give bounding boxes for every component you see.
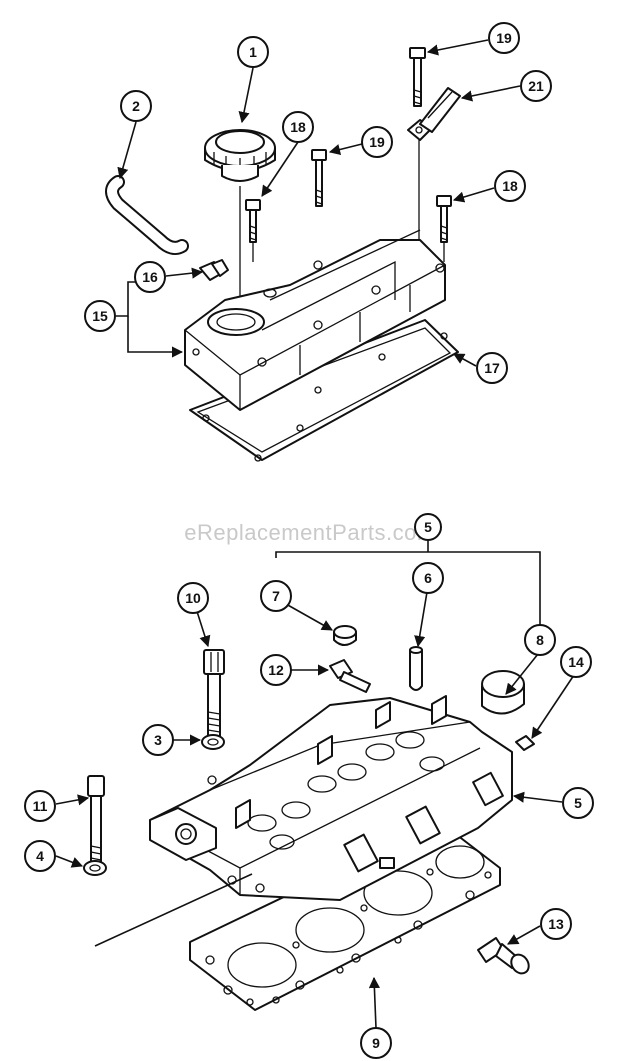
valve-cover (184, 229, 446, 411)
head-bolt-long (203, 649, 225, 741)
callout-19-middle: 19 (361, 126, 393, 158)
callout-7: 7 (260, 580, 292, 612)
svg-text:16: 16 (142, 269, 158, 285)
svg-text:19: 19 (369, 134, 385, 150)
svg-text:19: 19 (496, 30, 512, 46)
svg-text:5: 5 (574, 795, 582, 811)
callout-21: 21 (520, 70, 552, 102)
svg-text:2: 2 (132, 98, 140, 114)
svg-text:21: 21 (528, 78, 544, 94)
svg-text:18: 18 (290, 119, 306, 135)
svg-text:1: 1 (249, 44, 257, 60)
watermark: eReplacementParts.com (184, 520, 435, 545)
callout-10: 10 (177, 582, 209, 614)
callout-18-upper-left: 18 (282, 111, 314, 143)
callout-1: 1 (237, 36, 269, 68)
svg-text:13: 13 (548, 916, 564, 932)
cover-bolt-19-middle (311, 149, 327, 207)
svg-text:18: 18 (502, 178, 518, 194)
valve-guide (409, 646, 423, 691)
cylinder-head (149, 695, 513, 901)
callout-8: 8 (524, 624, 556, 656)
svg-text:17: 17 (484, 360, 500, 376)
callout-3: 3 (142, 724, 174, 756)
callout-11: 11 (24, 790, 56, 822)
breather-hose (105, 175, 189, 255)
callout-19-top: 19 (488, 22, 520, 54)
svg-text:14: 14 (568, 654, 584, 670)
core-plug-small (333, 625, 357, 646)
cover-bolt-18-right (436, 195, 452, 243)
svg-text:7: 7 (272, 588, 280, 604)
head-bolt-washer-upper (201, 734, 225, 750)
svg-text:3: 3 (154, 732, 162, 748)
svg-text:5: 5 (424, 519, 432, 535)
callout-18-right: 18 (494, 170, 526, 202)
callout-5-top: 5 (414, 513, 442, 541)
pipe-plug (515, 735, 535, 751)
callout-15: 15 (84, 300, 116, 332)
svg-text:4: 4 (36, 848, 44, 864)
svg-text:8: 8 (536, 632, 544, 648)
head-bolt-washer-lower (83, 860, 107, 876)
core-plug-large (481, 670, 525, 715)
head-gasket (189, 821, 501, 1011)
callout-9: 9 (360, 1027, 392, 1059)
callout-13: 13 (540, 908, 572, 940)
callout-4: 4 (24, 840, 56, 872)
lifting-bracket (407, 87, 461, 141)
oil-filler-cap (204, 129, 276, 182)
svg-text:12: 12 (268, 662, 284, 678)
flange-bolt-12 (329, 659, 371, 693)
callout-6: 6 (412, 562, 444, 594)
svg-text:15: 15 (92, 308, 108, 324)
svg-text:11: 11 (33, 798, 48, 814)
breather-fitting (199, 259, 229, 281)
cover-bolt-19-top (409, 47, 426, 107)
callout-12: 12 (260, 654, 292, 686)
callout-16: 16 (134, 261, 166, 293)
callout-14: 14 (560, 646, 592, 678)
callout-2: 2 (120, 90, 152, 122)
svg-text:6: 6 (424, 570, 432, 586)
cover-bolt-18-left (245, 199, 261, 243)
callout-17: 17 (476, 352, 508, 384)
svg-text:10: 10 (185, 590, 201, 606)
head-bolt-short (87, 775, 105, 869)
callout-5-right: 5 (562, 787, 594, 819)
flange-bolt-13 (477, 937, 530, 975)
svg-text:9: 9 (372, 1035, 380, 1051)
